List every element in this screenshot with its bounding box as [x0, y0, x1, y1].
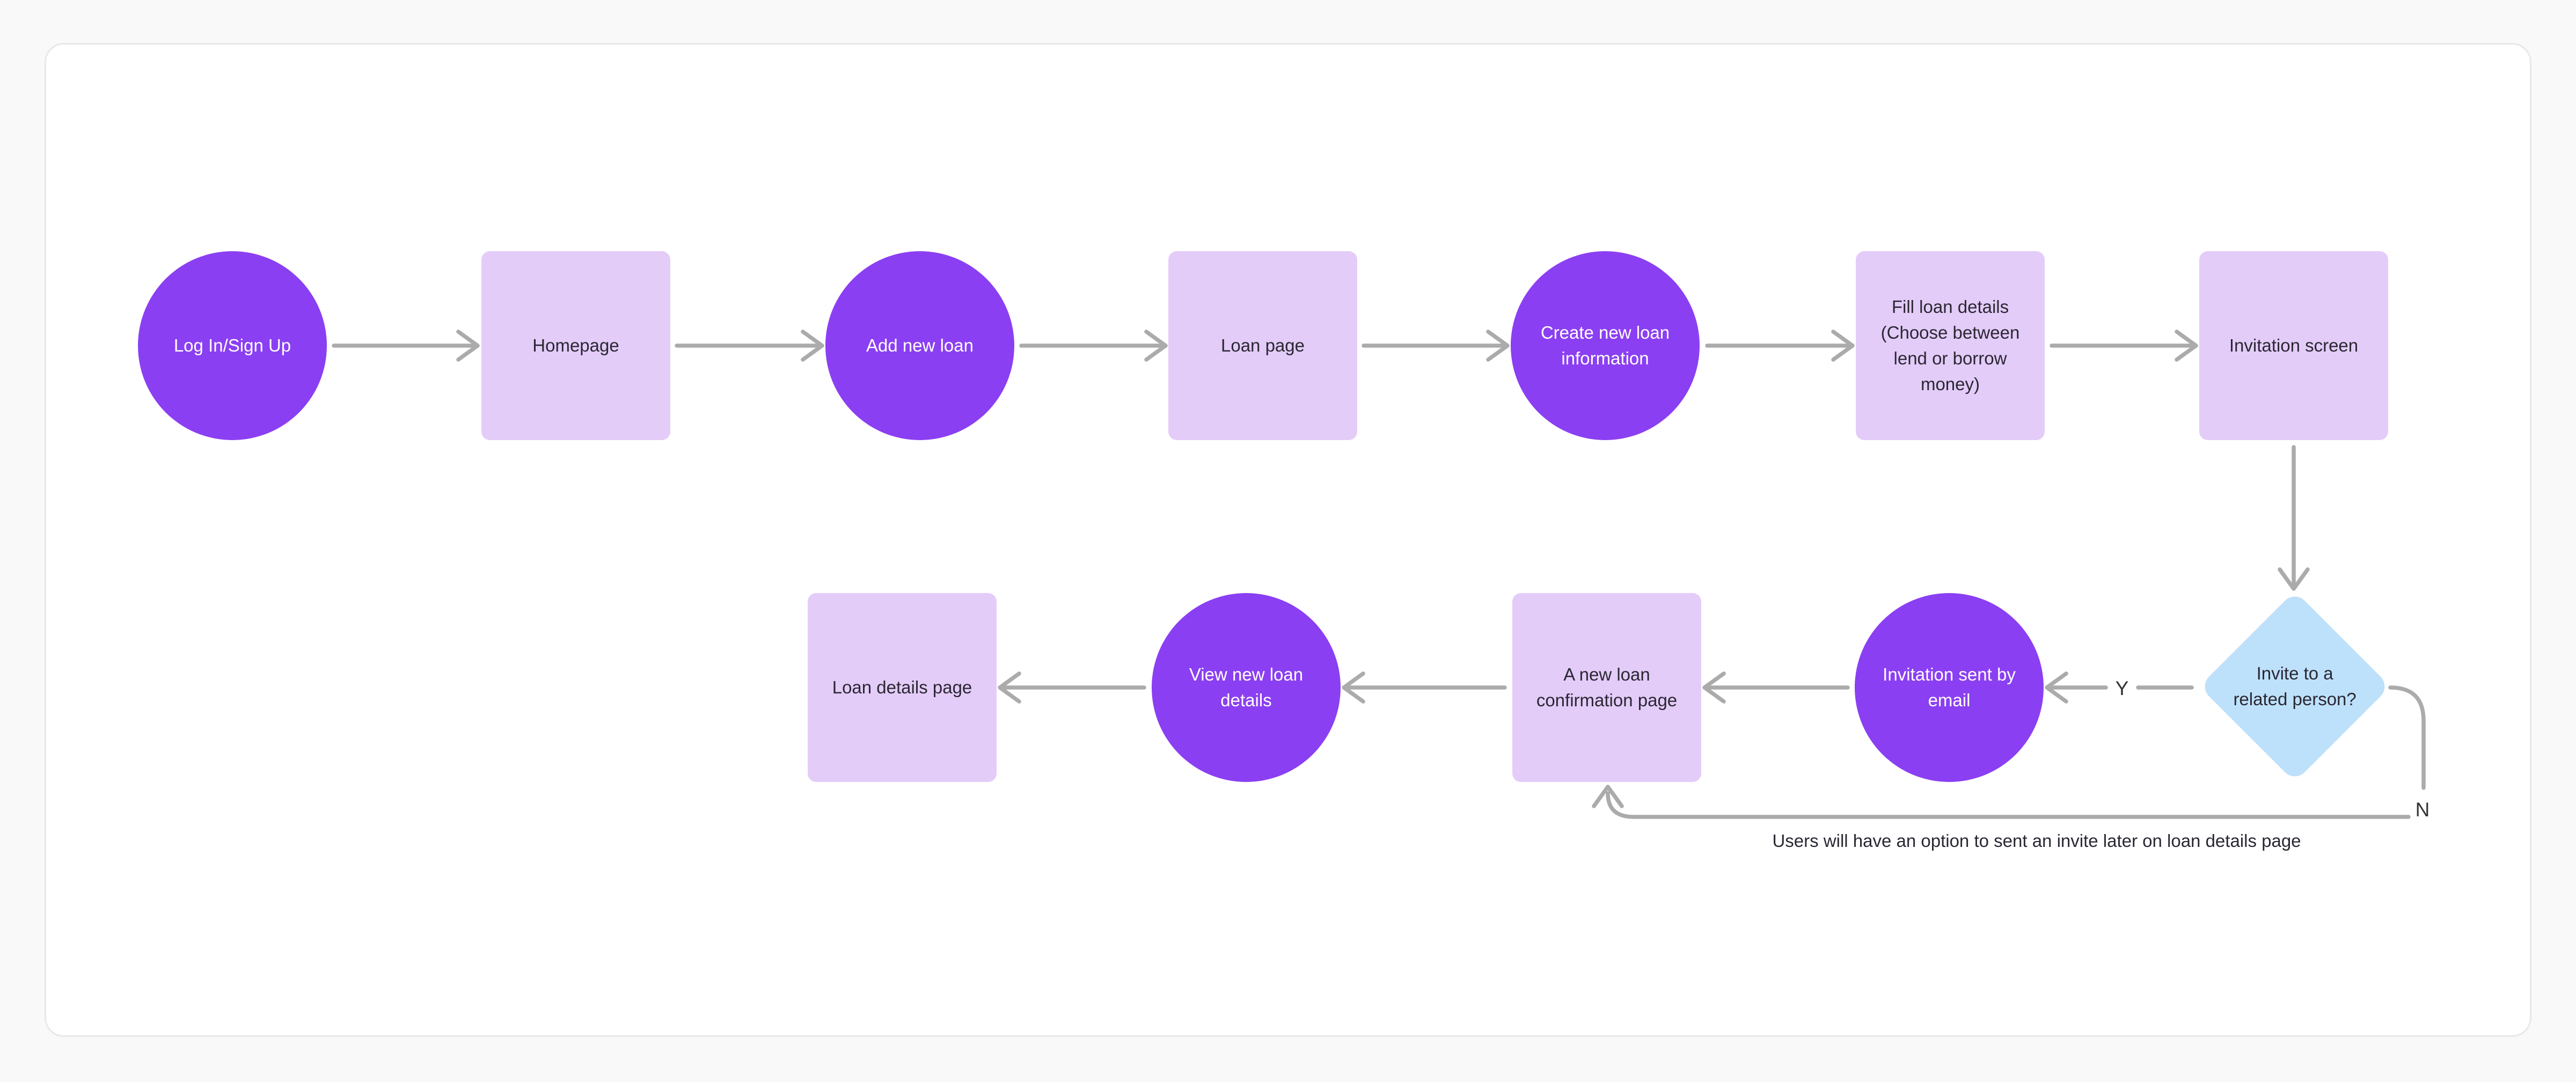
annotation-text[interactable]: Users will have an option to sent an inv… — [1772, 831, 2301, 851]
node-homepage[interactable]: Homepage — [481, 251, 670, 440]
node-invitation-screen[interactable]: Invitation screen — [2199, 251, 2388, 440]
node-label: Invitation screen — [2229, 335, 2359, 356]
node-view-new-loan-details[interactable]: View new loan details — [1152, 593, 1341, 782]
node-loan-details-page[interactable]: Loan details page — [808, 593, 997, 782]
node-log-in-sign-up[interactable]: Log In/Sign Up — [138, 251, 327, 440]
node-label: Loan page — [1221, 335, 1305, 356]
node-label: Invite to a related person? — [2233, 663, 2357, 709]
node-label: Add new loan — [866, 335, 974, 356]
node-label: View new loan details — [1189, 664, 1304, 710]
node-label: Loan details page — [832, 677, 972, 698]
node-create-new-loan-information[interactable]: Create new loan information — [1511, 251, 1700, 440]
node-label: Log In/Sign Up — [173, 335, 291, 356]
node-add-new-loan[interactable]: Add new loan — [825, 251, 1014, 440]
node-label: Fill loan details (Choose between lend o… — [1880, 297, 2020, 394]
node-fill-loan-details[interactable]: Fill loan details (Choose between lend o… — [1856, 251, 2045, 440]
whiteboard-canvas[interactable] — [45, 43, 2531, 1037]
node-loan-page[interactable]: Loan page — [1168, 251, 1357, 440]
node-new-loan-confirmation-page[interactable]: A new loan confirmation page — [1512, 593, 1701, 782]
node-label: A new loan confirmation page — [1536, 664, 1678, 710]
node-invitation-sent-by-email[interactable]: Invitation sent by email — [1855, 593, 2044, 782]
node-label: Homepage — [532, 335, 619, 356]
node-label: Create new loan information — [1540, 323, 1670, 368]
node-label: Invitation sent by email — [1883, 664, 2016, 710]
